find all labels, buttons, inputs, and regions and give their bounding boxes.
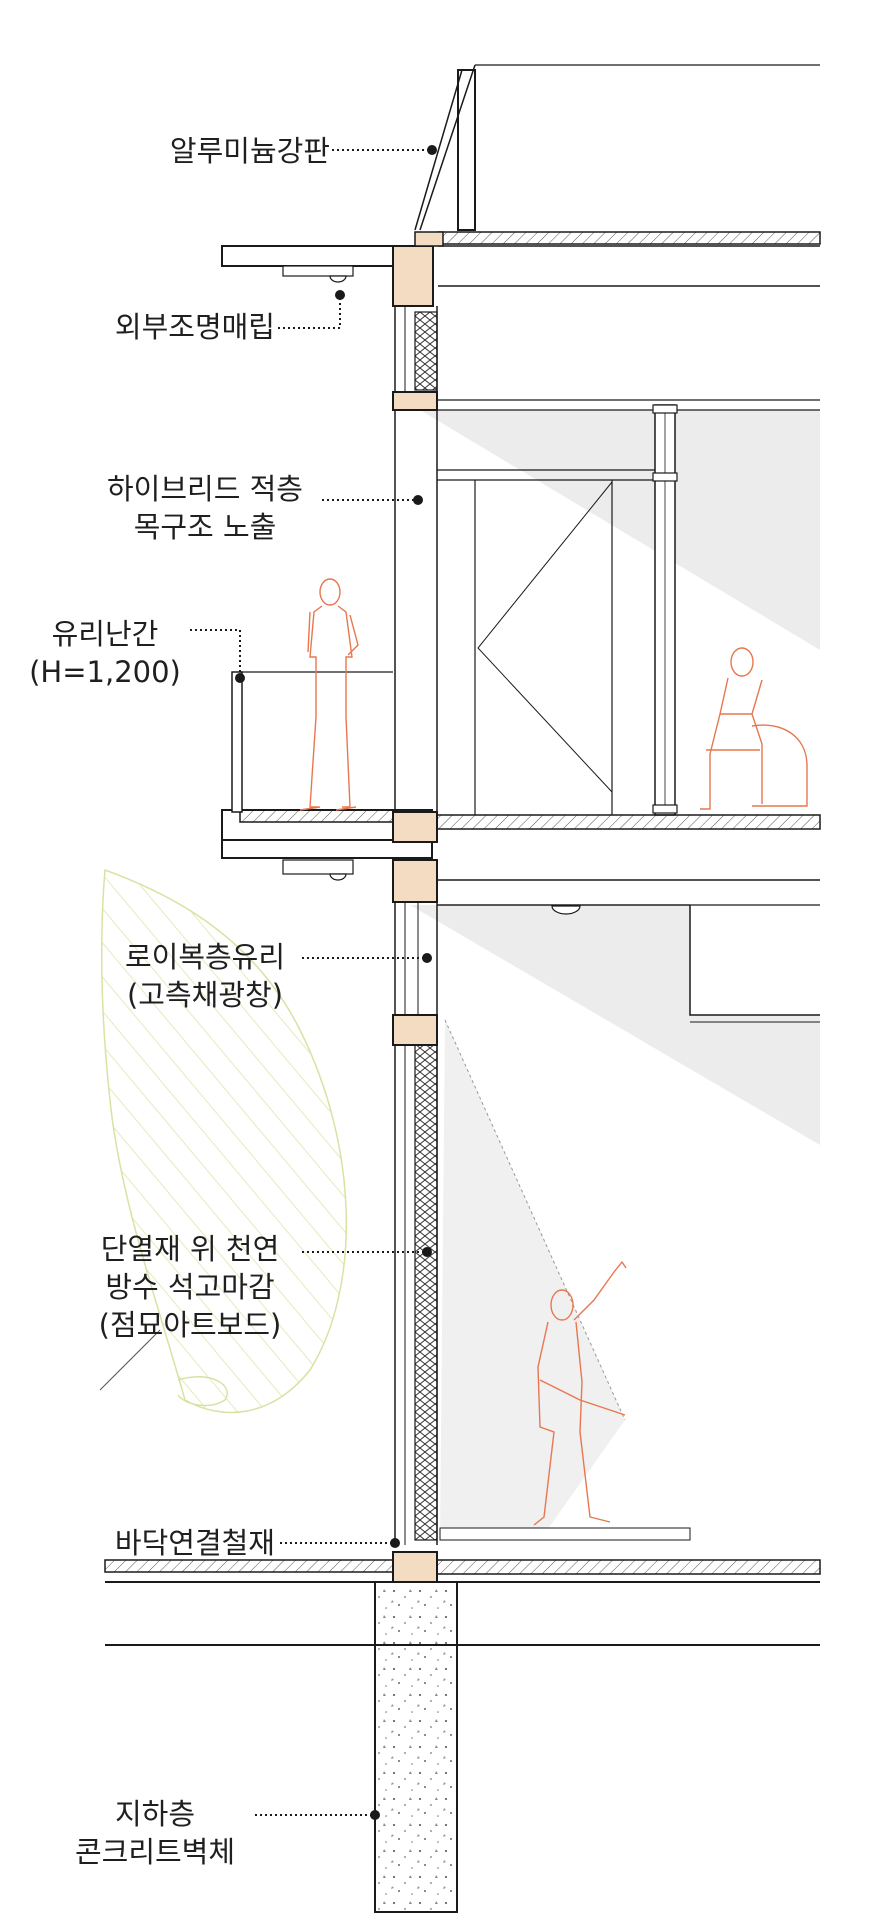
person-sitting — [700, 647, 808, 810]
label-aluminum-panel: 알루미늄강판 — [169, 134, 330, 168]
person-pointing — [533, 1260, 627, 1526]
label-glass-railing: 유리난간 (H=1,200) — [29, 617, 181, 689]
upper-wall — [392, 306, 820, 411]
basement-concrete-wall — [374, 1581, 458, 1913]
label-basement-wall: 지하층 콘크리트벽체 — [74, 1797, 236, 1869]
label-floor-steel: 바닥연결철재 — [114, 1526, 275, 1560]
tree-silhouette — [99, 868, 347, 1414]
light-wedge-middle — [410, 905, 820, 1145]
roof-slab — [221, 231, 821, 307]
light-wedge-lower — [440, 1019, 626, 1540]
label-insulation-finish: 단열재 위 천연 방수 석고마감 (점묘아트보드) — [98, 1232, 282, 1342]
exterior-light-fixture — [329, 275, 581, 915]
lower-wall — [392, 902, 820, 1545]
ground-floor-slab — [104, 1551, 821, 1646]
light-wedge-upper — [420, 410, 820, 650]
roof-parapet — [414, 64, 820, 231]
person-standing-balcony — [299, 578, 359, 811]
label-hybrid-timber: 하이브리드 적층 목구조 노출 — [107, 472, 303, 544]
label-lowe-glass: 로이복층유리 (고측채광창) — [124, 940, 286, 1012]
middle-floor-slab — [221, 809, 821, 906]
leader-dots — [235, 145, 437, 1820]
label-exterior-light: 외부조명매립 — [114, 310, 275, 344]
glass-railing — [231, 671, 393, 813]
leader-lines — [190, 149, 432, 1816]
